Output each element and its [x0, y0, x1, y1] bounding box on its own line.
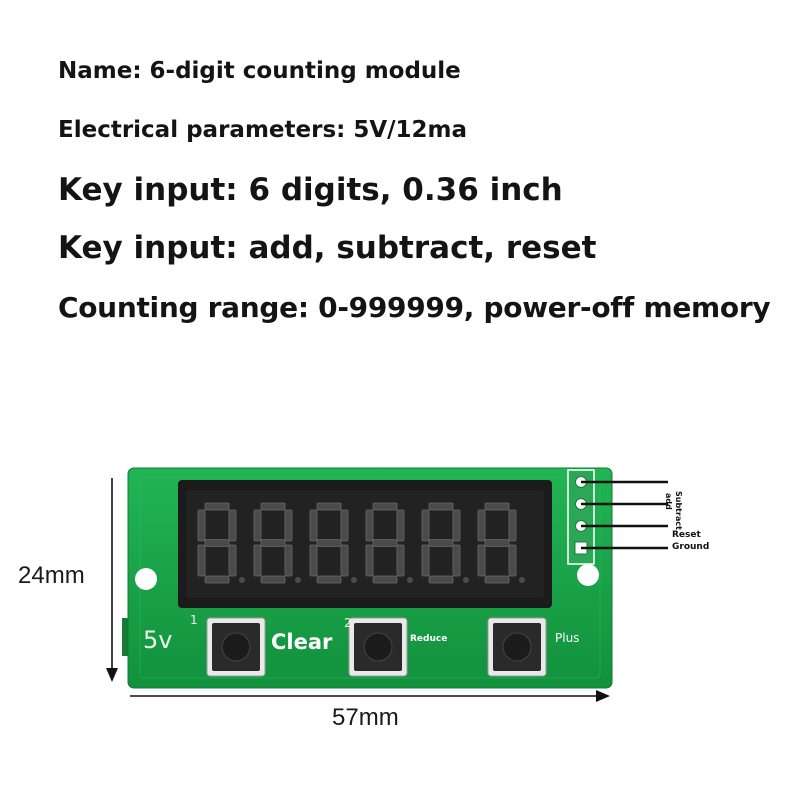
digit-segment [396, 509, 405, 542]
spec-electrical: Electrical parameters: 5V/12ma [58, 117, 468, 143]
mounting-hole-left [135, 568, 157, 590]
digit-segment [197, 509, 206, 542]
pin-label-subtract: Subtract [674, 491, 683, 530]
digit-segment [316, 539, 342, 547]
digit-segment [284, 544, 293, 577]
spec-range: Counting range: 0-999999, power-off memo… [58, 291, 771, 324]
height-dimension-arrow [106, 478, 118, 682]
digit-segment [484, 539, 510, 547]
digit-segment [508, 544, 517, 577]
decimal-point [407, 577, 413, 583]
digit-segment [421, 544, 430, 577]
decimal-point [295, 577, 301, 583]
width-dimension-arrow [130, 690, 610, 702]
digit-segment [508, 509, 517, 542]
digit-segment [340, 544, 349, 577]
digit-segment [253, 544, 262, 577]
digit-segment [372, 502, 398, 511]
voltage-label: 5v [143, 626, 173, 654]
digit-segment [396, 544, 405, 577]
plus-button[interactable] [487, 617, 547, 677]
digit-segment [197, 544, 206, 577]
digit-segment [477, 544, 486, 577]
spec-keys: Key input: add, subtract, reset [58, 230, 597, 266]
display-digit [253, 502, 301, 584]
digit-segment [204, 539, 230, 547]
display-digit [365, 502, 413, 584]
reduce-button[interactable] [348, 617, 408, 677]
digit-segment [260, 502, 286, 511]
button-number-1: 1 [190, 613, 198, 627]
plus-label: Plus [555, 631, 580, 645]
digit-segment [428, 575, 454, 584]
display-digit [421, 502, 469, 584]
digit-segment [316, 502, 342, 511]
digit-segment [428, 502, 454, 511]
digit-segment [253, 509, 262, 542]
digit-segment [428, 539, 454, 547]
pin-leader-lines [581, 480, 668, 550]
mounting-hole-right [577, 564, 599, 586]
pin-label-add: add [664, 493, 673, 510]
height-dimension-label: 24mm [18, 562, 85, 589]
digit-segment [372, 539, 398, 547]
digit-segment [316, 575, 342, 584]
spec-name: Name: 6-digit counting module [58, 58, 461, 84]
digit-segment [204, 575, 230, 584]
button-number-2: 2 [344, 616, 352, 630]
digit-segment [452, 509, 461, 542]
digit-segment [204, 502, 230, 511]
display-digit [477, 502, 525, 584]
clear-button[interactable] [206, 617, 266, 677]
pin-header [567, 469, 595, 565]
pin-label-ground: Ground [672, 542, 710, 552]
digit-segment [477, 509, 486, 542]
pin-label-reset: Reset [672, 530, 701, 540]
digit-segment [372, 575, 398, 584]
digit-segment [340, 509, 349, 542]
seven-segment-display [178, 480, 552, 608]
reduce-label: Reduce [410, 634, 448, 644]
digit-segment [484, 575, 510, 584]
digit-segment [260, 539, 286, 547]
decimal-point [463, 577, 469, 583]
decimal-point [519, 577, 525, 583]
digit-segment [365, 509, 374, 542]
digit-segment [260, 575, 286, 584]
digit-segment [309, 544, 318, 577]
width-dimension-label: 57mm [332, 704, 399, 731]
decimal-point [239, 577, 245, 583]
digit-segment [228, 544, 237, 577]
display-digit [197, 502, 245, 584]
digit-segment [452, 544, 461, 577]
decimal-point [351, 577, 357, 583]
digit-segment [365, 544, 374, 577]
spec-display: Key input: 6 digits, 0.36 inch [58, 172, 563, 208]
digit-segment [228, 509, 237, 542]
digit-segment [484, 502, 510, 511]
digit-segment [421, 509, 430, 542]
clear-label: Clear [271, 630, 333, 654]
digit-segment [284, 509, 293, 542]
digit-segment [309, 509, 318, 542]
display-digit [309, 502, 357, 584]
